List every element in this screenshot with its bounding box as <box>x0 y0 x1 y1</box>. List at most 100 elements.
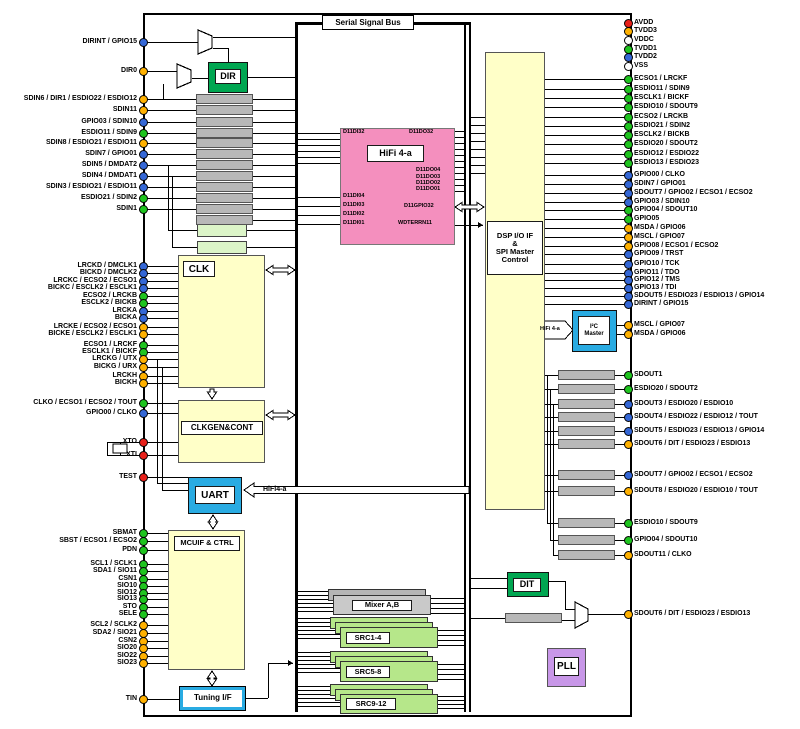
pin-label: SDIN7 / GPIO01 <box>85 150 137 157</box>
pin-dot <box>623 426 633 436</box>
pin-label: GPIO04 / SDOUT10 <box>634 536 698 543</box>
serial-signal-bus-label: Serial Signal Bus <box>322 15 414 30</box>
pin-label: GPIO03 / SDIN10 <box>81 118 137 125</box>
pin-label: SDOUT3 / ESDIO20 / ESDIO10 <box>634 400 734 407</box>
pin-label: SCL1 / SCLK1 <box>90 560 137 567</box>
pin-label: ESDIO11 / SDIN9 <box>81 129 137 136</box>
pin-dot <box>623 121 633 131</box>
serial-if-block <box>196 117 253 127</box>
pin-label: GPIO03 / SDIN10 <box>634 198 690 205</box>
dmic-if-2 <box>197 241 247 254</box>
pll-label: PLL <box>554 657 579 676</box>
serial-if-block <box>558 550 615 560</box>
serial-if-block <box>196 193 253 203</box>
pin-label: CSN1 <box>118 575 137 582</box>
pin-label: ESCLK2 / BICKB <box>81 299 137 306</box>
pin-dot <box>623 486 633 496</box>
pin-dot <box>623 26 633 36</box>
pin-label: GPIO05 <box>634 215 660 222</box>
pin-label: DIRINT / GPIO15 <box>634 300 689 307</box>
hifi-d11di32: D11DI32 <box>343 129 365 135</box>
pin-dot <box>623 149 633 159</box>
serial-if-block <box>558 470 615 480</box>
pin-label: GPIO11 / TDO <box>634 269 680 276</box>
clk-label: CLK <box>183 261 215 277</box>
pin-dot <box>623 112 633 122</box>
pin-dot <box>138 105 148 115</box>
pin-label: SDOUT6 / DIT / ESDIO23 / ESDIO13 <box>634 440 751 447</box>
serial-if-block <box>196 105 253 115</box>
dit-label: DIT <box>513 578 541 592</box>
hifi-wdterrn11: WDTERRN11 <box>398 220 432 226</box>
pin-label: SDIN4 / DMDAT1 <box>81 172 137 179</box>
pin-dot <box>623 52 633 62</box>
pin-dot <box>623 74 633 84</box>
hifi-d11di02: D11DI02 <box>343 211 365 217</box>
pin-label: TVDD3 <box>634 27 657 34</box>
pin-label: SIO20 <box>117 644 137 651</box>
clkgen-label: CLKGEN&CONT <box>181 421 263 435</box>
pin-dot <box>138 37 148 47</box>
pin-label: SDOUT8 / ESDIO20 / ESDIO10 / TOUT <box>634 487 758 494</box>
pin-label: SDIN5 / DMDAT2 <box>81 161 137 168</box>
serial-if-block <box>196 160 253 170</box>
pin-label: MSDA / GPIO06 <box>634 224 686 231</box>
serial-if-block <box>558 535 615 545</box>
pin-dot <box>138 193 148 203</box>
pin-dot <box>623 299 633 309</box>
serial-if-block <box>196 94 253 104</box>
tuning-if-label: Tuning I/F <box>194 693 232 702</box>
pin-label: SDIN8 / ESDIO21 / ESDIO11 <box>45 139 137 146</box>
serial-bus-left <box>295 22 298 712</box>
pin-label: ESDIO21 / SDIN2 <box>80 194 137 201</box>
pin-dot <box>623 399 633 409</box>
hollow-arrow <box>454 201 485 213</box>
pin-label: TIN <box>125 695 137 702</box>
serial-if-block <box>196 128 253 138</box>
serial-if-block <box>196 138 253 148</box>
pin-label: GPIO10 / TCK <box>634 260 680 267</box>
pin-label: LRCKG / UTX <box>92 355 137 362</box>
pin-label: LRCKE / ECSO2 / ECSO1 <box>53 323 137 330</box>
clk-block <box>178 255 265 388</box>
pin-dot <box>623 61 633 71</box>
pin-dot <box>623 259 633 269</box>
pin-label: SBMAT <box>112 529 137 536</box>
hifi-d11do01: D11DO01 <box>416 186 441 192</box>
pin-dot <box>138 149 148 159</box>
hifi-arrow-label: HiFi4-a <box>263 486 287 493</box>
pin-dot <box>623 139 633 149</box>
pin-dot <box>138 472 148 482</box>
pin-dot <box>623 102 633 112</box>
pin-dot <box>623 384 633 394</box>
pin-label: MSCL / GPIO07 <box>634 233 685 240</box>
pin-dot <box>623 329 633 339</box>
pin-dot <box>623 35 633 45</box>
serial-if-block <box>558 412 615 422</box>
hollow-arrow <box>265 264 296 276</box>
pin-dot <box>623 170 633 180</box>
pin-dot <box>623 223 633 233</box>
pin-label: BICKG / URX <box>93 363 137 370</box>
pin-label: ECSO1 / LRCKF <box>83 341 137 348</box>
pin-label: GPIO09 / TRST <box>634 250 684 257</box>
pin-label: SDA1 / SIO11 <box>93 567 137 574</box>
pin-label: ESDIO12 / ESDIO22 <box>634 150 699 157</box>
i2c-label: I²C Master <box>578 316 610 345</box>
pin-label: SDA2 / SIO21 <box>92 629 137 636</box>
pin-label: ESDIO10 / SDOUT9 <box>634 103 698 110</box>
pin-label: ESDIO10 / SDOUT9 <box>634 519 698 526</box>
pin-dot <box>138 398 148 408</box>
pin-dot <box>623 205 633 215</box>
hifi-label: HiFi 4-a <box>367 145 424 162</box>
src1-4-stack-label: SRC1-4 <box>346 632 390 644</box>
pin-label: BICKH <box>114 379 137 386</box>
pin-label: AVDD <box>634 19 654 26</box>
hollow-arrow <box>206 388 218 400</box>
pin-dot <box>138 117 148 127</box>
serial-if-block <box>505 613 562 623</box>
src9-12-stack-label: SRC9-12 <box>346 698 396 710</box>
hollow-arrow <box>207 514 219 530</box>
pin-label: DIR0 <box>121 67 137 74</box>
pin-label: BICKE / ESCLK2 / ESCLK1 <box>48 330 137 337</box>
